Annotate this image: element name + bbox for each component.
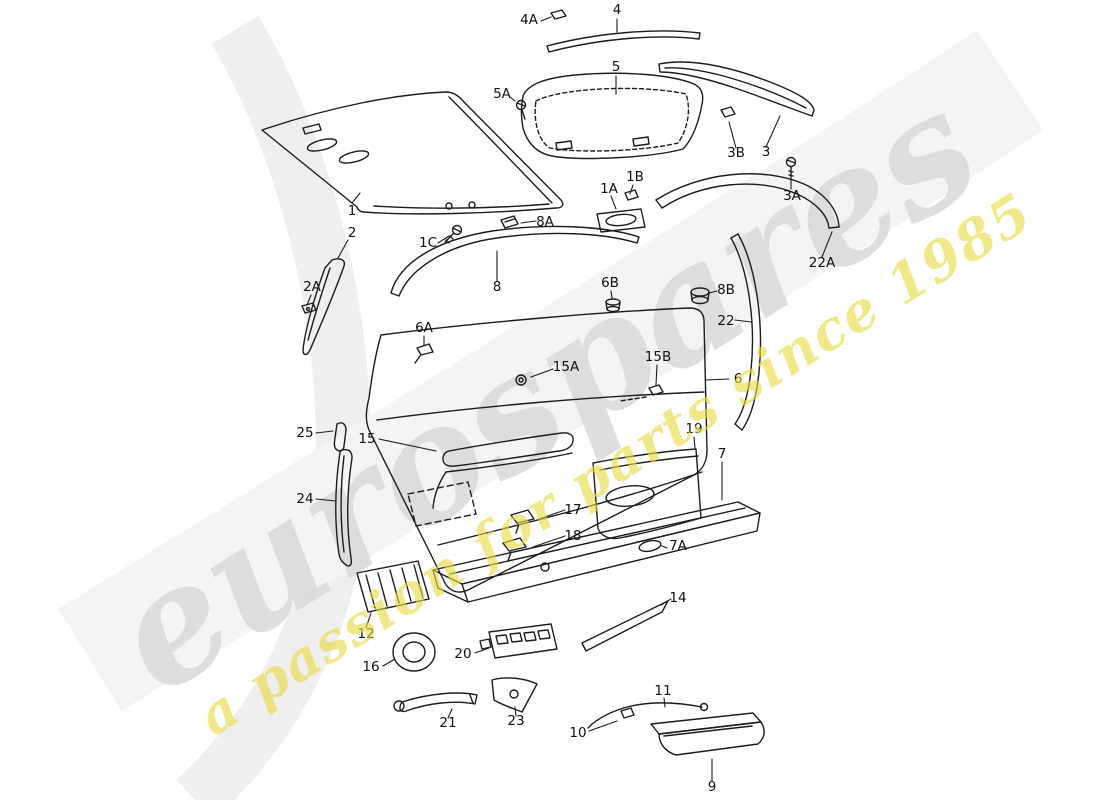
part-label-17[interactable]: 17 xyxy=(564,502,581,518)
fastener-6a-clip xyxy=(414,343,434,364)
part-label-1c[interactable]: 1C xyxy=(419,235,437,251)
part-door-panel xyxy=(365,307,708,593)
part-label-23[interactable]: 23 xyxy=(507,713,524,729)
fastener-6b-grommet xyxy=(605,298,621,313)
part-label-22[interactable]: 22 xyxy=(717,313,734,329)
part-label-5[interactable]: 5 xyxy=(612,59,621,75)
part-label-7a[interactable]: 7A xyxy=(669,538,688,554)
part-release-cable xyxy=(587,702,709,729)
part-label-19[interactable]: 19 xyxy=(685,421,702,437)
fastener-2a-clip xyxy=(301,302,317,314)
part-label-8[interactable]: 8 xyxy=(493,279,502,295)
part-label-24[interactable]: 24 xyxy=(296,491,313,507)
part-label-5a[interactable]: 5A xyxy=(493,86,512,102)
part-label-15[interactable]: 15 xyxy=(358,431,375,447)
part-interior-lamp xyxy=(596,208,646,233)
part-headliner xyxy=(261,91,564,215)
part-label-14[interactable]: 14 xyxy=(669,590,686,606)
part-label-8a[interactable]: 8A xyxy=(536,214,555,230)
diagram-line-art xyxy=(261,9,840,756)
part-door-pull xyxy=(393,692,478,713)
part-label-10[interactable]: 10 xyxy=(569,725,586,741)
fastener-1c-screw xyxy=(444,224,463,244)
part-roof-strip xyxy=(546,30,701,53)
fastener-15b-clip xyxy=(619,384,664,402)
part-door-edge-trim xyxy=(730,233,762,431)
watermark-brand-text: eurospares xyxy=(81,54,1009,729)
fastener-3a-screw xyxy=(785,156,797,179)
part-label-6a[interactable]: 6A xyxy=(415,320,434,336)
part-sunroof-panel xyxy=(520,72,704,160)
part-labels: 1 1A 1B 1C 2 2A 3 3A 3B 4 4A 5 5A 6 6A 6… xyxy=(296,2,836,795)
fastener-17-clip xyxy=(510,509,535,534)
part-gasket-arc xyxy=(655,173,840,229)
part-label-15b[interactable]: 15B xyxy=(645,349,671,365)
part-rear-trim-strip xyxy=(658,61,815,117)
part-label-1a[interactable]: 1A xyxy=(600,181,619,197)
fastener-4a-clip xyxy=(550,9,567,20)
part-a-pillar-trim xyxy=(302,258,346,356)
part-label-21[interactable]: 21 xyxy=(439,715,456,731)
part-window-frame-trim xyxy=(390,225,640,297)
part-label-3a[interactable]: 3A xyxy=(783,188,802,204)
part-speaker-grille xyxy=(356,560,430,613)
part-label-3b[interactable]: 3B xyxy=(727,145,745,161)
fastener-8b-grommet xyxy=(690,287,710,305)
watermark-swoosh xyxy=(58,15,1044,800)
part-label-2a[interactable]: 2A xyxy=(303,279,322,295)
part-label-18[interactable]: 18 xyxy=(564,528,581,544)
part-label-6[interactable]: 6 xyxy=(734,371,743,387)
part-switch-panel xyxy=(479,623,558,659)
part-label-12[interactable]: 12 xyxy=(357,626,374,642)
part-door-pocket xyxy=(592,448,702,540)
part-label-1[interactable]: 1 xyxy=(348,203,357,219)
part-label-3[interactable]: 3 xyxy=(762,144,771,160)
fastener-1b-clip xyxy=(624,189,639,201)
fastener-3b-clip xyxy=(720,106,736,118)
part-bracket-23 xyxy=(491,677,538,713)
part-label-15a[interactable]: 15A xyxy=(553,359,580,375)
part-label-9[interactable]: 9 xyxy=(708,779,717,795)
part-trim-strip-14 xyxy=(581,600,669,652)
part-label-16[interactable]: 16 xyxy=(362,659,379,675)
part-label-20[interactable]: 20 xyxy=(454,646,471,662)
part-label-22a[interactable]: 22A xyxy=(809,255,836,271)
part-sill-strip xyxy=(432,501,761,603)
fastener-15a-screw xyxy=(515,374,527,386)
leader-lines xyxy=(306,16,833,782)
part-label-8b[interactable]: 8B xyxy=(717,282,735,298)
swoosh-band-diagonal xyxy=(58,30,1044,711)
part-armrest xyxy=(650,712,765,756)
part-label-11[interactable]: 11 xyxy=(654,683,671,699)
part-label-2[interactable]: 2 xyxy=(348,225,357,241)
part-label-6b[interactable]: 6B xyxy=(601,275,619,291)
fastener-5a-screw xyxy=(515,99,527,120)
part-vertical-strip-24 xyxy=(335,448,353,567)
part-label-4a[interactable]: 4A xyxy=(520,12,539,28)
part-label-4[interactable]: 4 xyxy=(613,2,622,18)
part-label-1b[interactable]: 1B xyxy=(626,169,644,185)
part-label-25[interactable]: 25 xyxy=(296,425,313,441)
fastener-8a-clip xyxy=(500,215,519,229)
part-gasket-ring xyxy=(392,632,436,672)
fastener-18-clip xyxy=(502,537,527,562)
part-label-7[interactable]: 7 xyxy=(718,446,727,462)
